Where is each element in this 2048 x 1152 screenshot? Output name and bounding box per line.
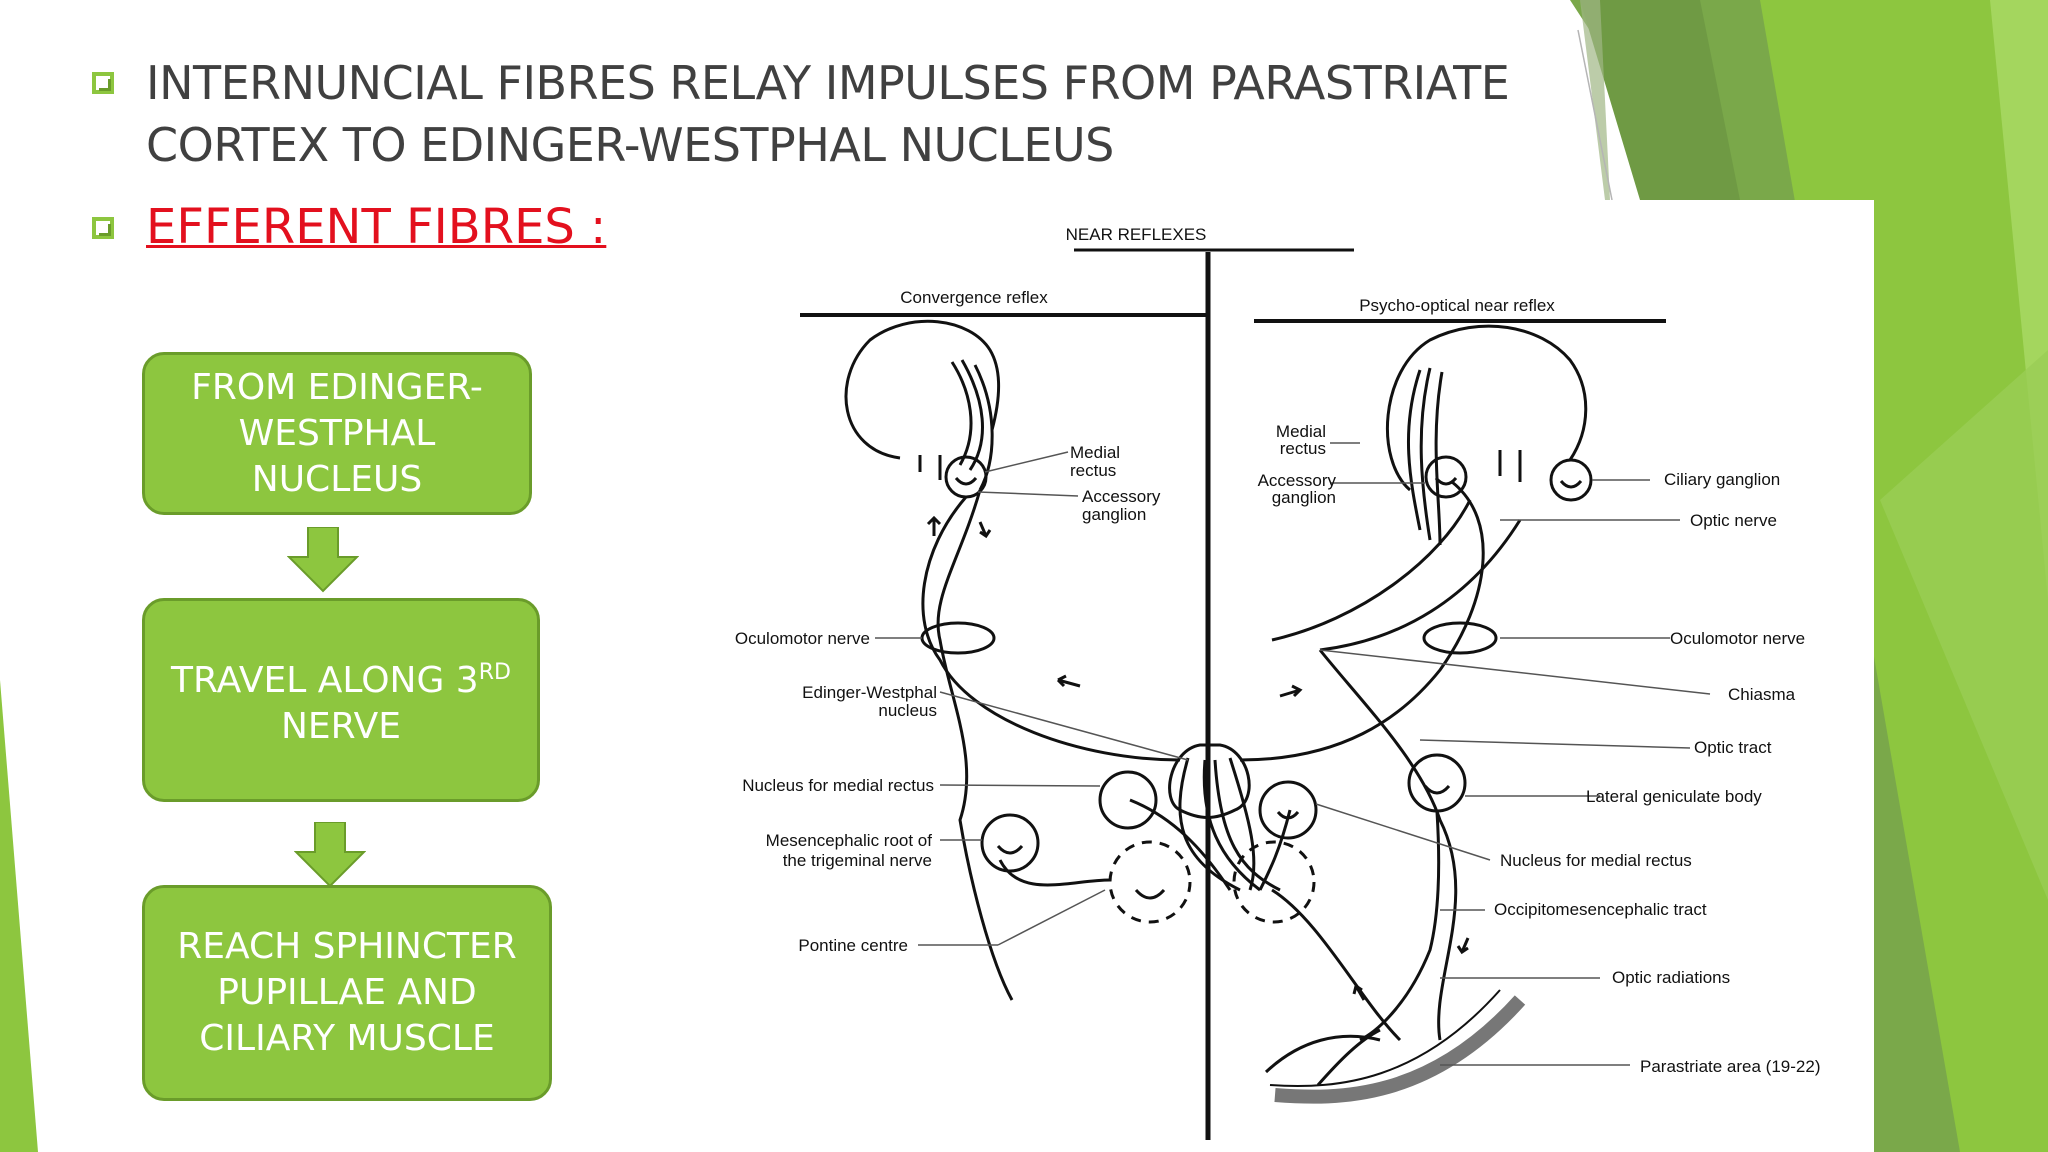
- right-chiasma: Chiasma: [1728, 685, 1796, 704]
- right-ciliary-ganglion: Ciliary ganglion: [1664, 470, 1780, 489]
- box2-line-1: TRAVEL ALONG 3RD: [171, 650, 511, 704]
- left-edinger-westphal-1: Edinger-Westphal: [802, 683, 937, 702]
- right-optic-nerve: Optic nerve: [1690, 511, 1777, 530]
- box1-line-1: FROM EDINGER-: [191, 366, 483, 408]
- box3-line-2: PUPILLAE AND: [217, 972, 477, 1013]
- down-arrow-icon: [294, 822, 366, 888]
- left-header: Convergence reflex: [900, 288, 1048, 307]
- left-mesencephalic-2: the trigeminal nerve: [783, 851, 932, 870]
- right-medial-rectus-2: rectus: [1280, 439, 1326, 458]
- flow-box-sphincter-ciliary: REACH SPHINCTER PUPILLAE AND CILIARY MUS…: [142, 885, 552, 1101]
- right-lateral-geniculate-body: Lateral geniculate body: [1586, 787, 1762, 806]
- bullet-1-marker: [92, 72, 114, 94]
- right-optic-radiations: Optic radiations: [1612, 968, 1730, 987]
- near-reflexes-diagram: NEAR REFLEXES Convergence reflex Psycho-…: [640, 200, 1874, 1152]
- box1-line-2: WESTPHAL: [238, 412, 436, 454]
- right-occipitomesencephalic-tract: Occipitomesencephalic tract: [1494, 900, 1707, 919]
- right-header: Psycho-optical near reflex: [1359, 296, 1555, 315]
- left-medial-rectus-1: Medial: [1070, 443, 1120, 462]
- flow-box-edinger-westphal: FROM EDINGER- WESTPHAL NUCLEUS: [142, 352, 532, 515]
- near-reflex-pathway-figure: NEAR REFLEXES Convergence reflex Psycho-…: [735, 225, 1820, 1140]
- right-optic-tract: Optic tract: [1694, 738, 1772, 757]
- left-medial-rectus-2: rectus: [1070, 461, 1116, 480]
- right-oculomotor-nerve: Oculomotor nerve: [1670, 629, 1805, 648]
- left-pontine-centre: Pontine centre: [798, 936, 908, 955]
- efferent-fibres-heading: EFFERENT FIBRES :: [146, 199, 607, 255]
- bullet-2-marker: [92, 217, 114, 239]
- left-edinger-westphal-2: nucleus: [878, 701, 937, 720]
- left-nucleus-medial-rectus: Nucleus for medial rectus: [742, 776, 934, 795]
- right-nucleus-medial-rectus: Nucleus for medial rectus: [1500, 851, 1692, 870]
- diagram-title: NEAR REFLEXES: [1066, 225, 1207, 244]
- box2-line-1-text: TRAVEL ALONG 3: [171, 660, 479, 701]
- right-accessory-ganglion-2: ganglion: [1272, 488, 1336, 507]
- box3-line-3: CILIARY MUSCLE: [199, 1018, 495, 1059]
- left-accessory-ganglion-2: ganglion: [1082, 505, 1146, 524]
- right-accessory-ganglion-1: Accessory: [1258, 471, 1337, 490]
- box3-line-1: REACH SPHINCTER: [177, 926, 517, 967]
- bullet-1-text: INTERNUNCIAL FIBRES RELAY IMPULSES FROM …: [146, 52, 1510, 176]
- box2-line-2: NERVE: [280, 706, 402, 747]
- bullet-1-line-2: CORTEX TO EDINGER-WESTPHAL NUCLEUS: [146, 118, 1114, 172]
- bullet-1-line-1: INTERNUNCIAL FIBRES RELAY IMPULSES FROM …: [146, 56, 1510, 110]
- flow-box-third-nerve: TRAVEL ALONG 3RD NERVE: [142, 598, 540, 802]
- right-parastriate-area: Parastriate area (19-22): [1640, 1057, 1820, 1076]
- box1-line-3: NUCLEUS: [251, 458, 423, 500]
- down-arrow-icon: [287, 527, 359, 593]
- box2-superscript: RD: [478, 660, 511, 685]
- left-accessory-ganglion-1: Accessory: [1082, 487, 1161, 506]
- right-medial-rectus-1: Medial: [1276, 422, 1326, 441]
- left-oculomotor-nerve: Oculomotor nerve: [735, 629, 870, 648]
- left-mesencephalic-1: Mesencephalic root of: [766, 831, 933, 850]
